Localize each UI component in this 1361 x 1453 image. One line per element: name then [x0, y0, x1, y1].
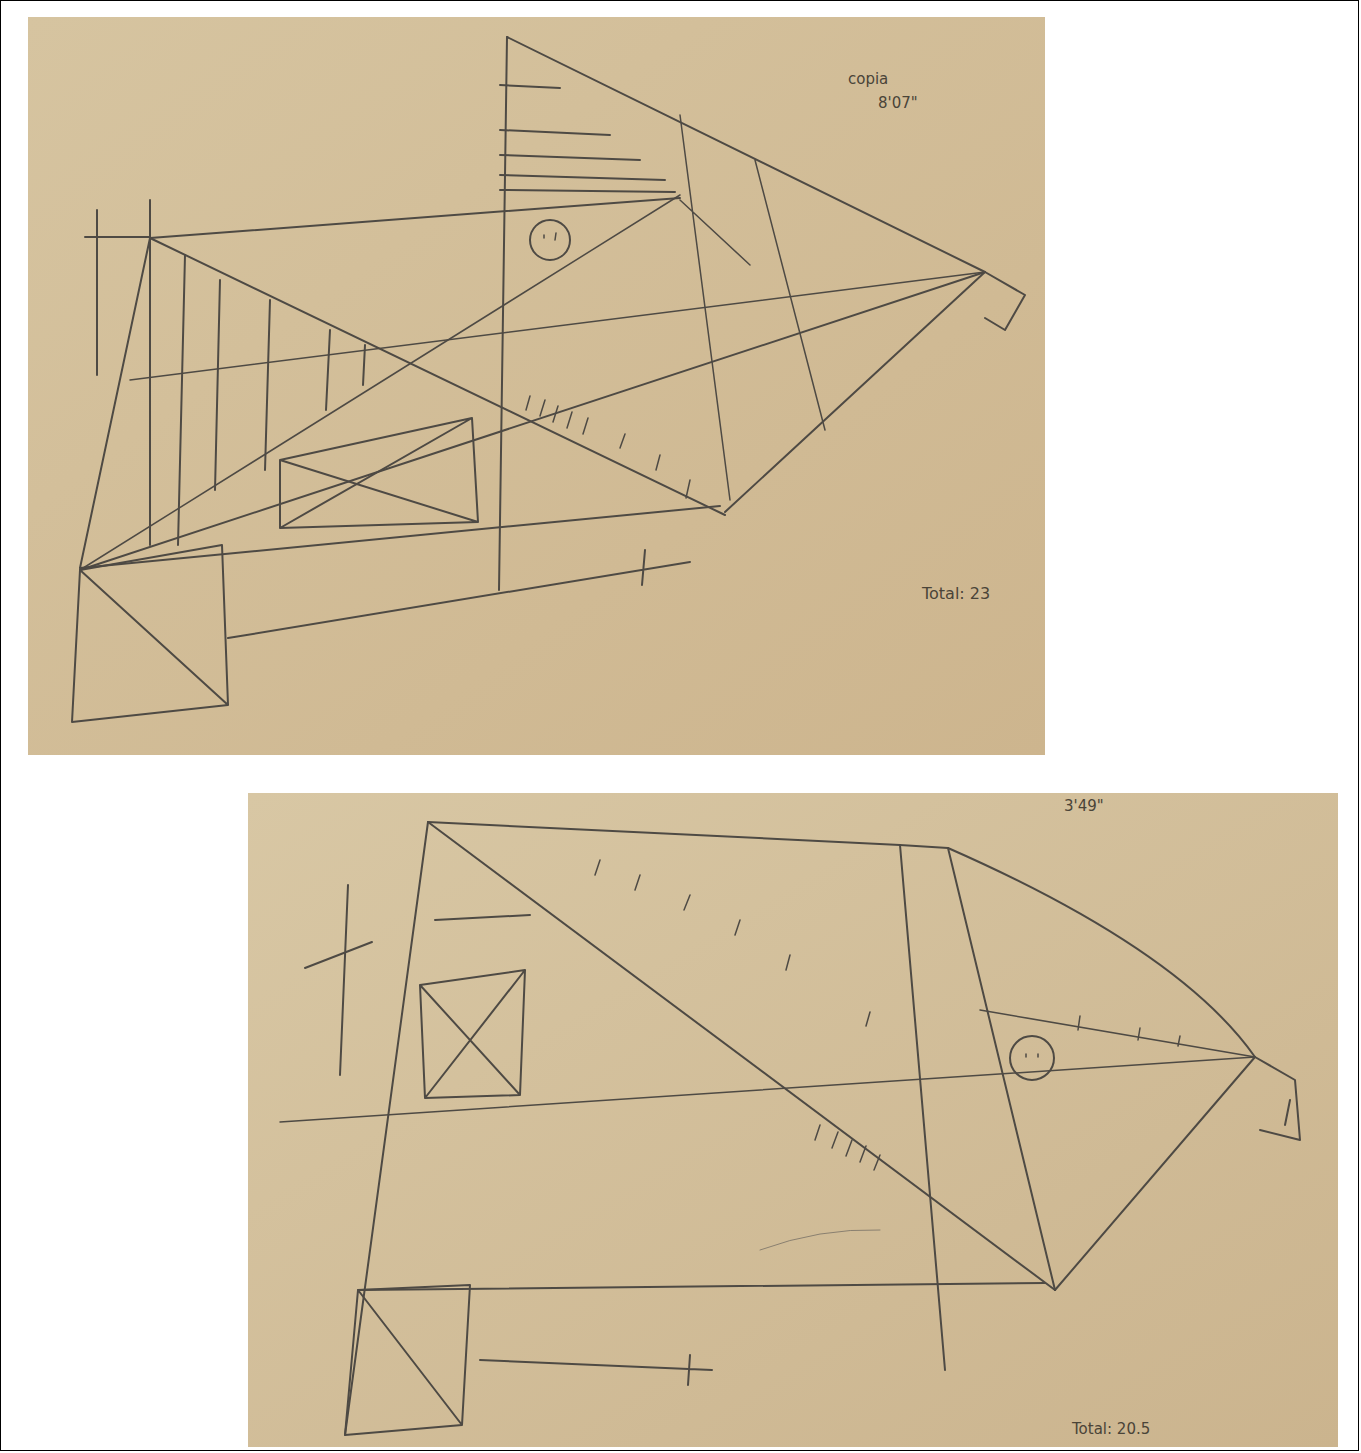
- note-text: copia: [848, 70, 888, 88]
- time-note: 3'49": [1064, 797, 1104, 815]
- time-note: 8'07": [878, 94, 918, 112]
- total-note: Total: 23: [922, 584, 990, 603]
- total-note: Total: 20.5: [1072, 1420, 1150, 1438]
